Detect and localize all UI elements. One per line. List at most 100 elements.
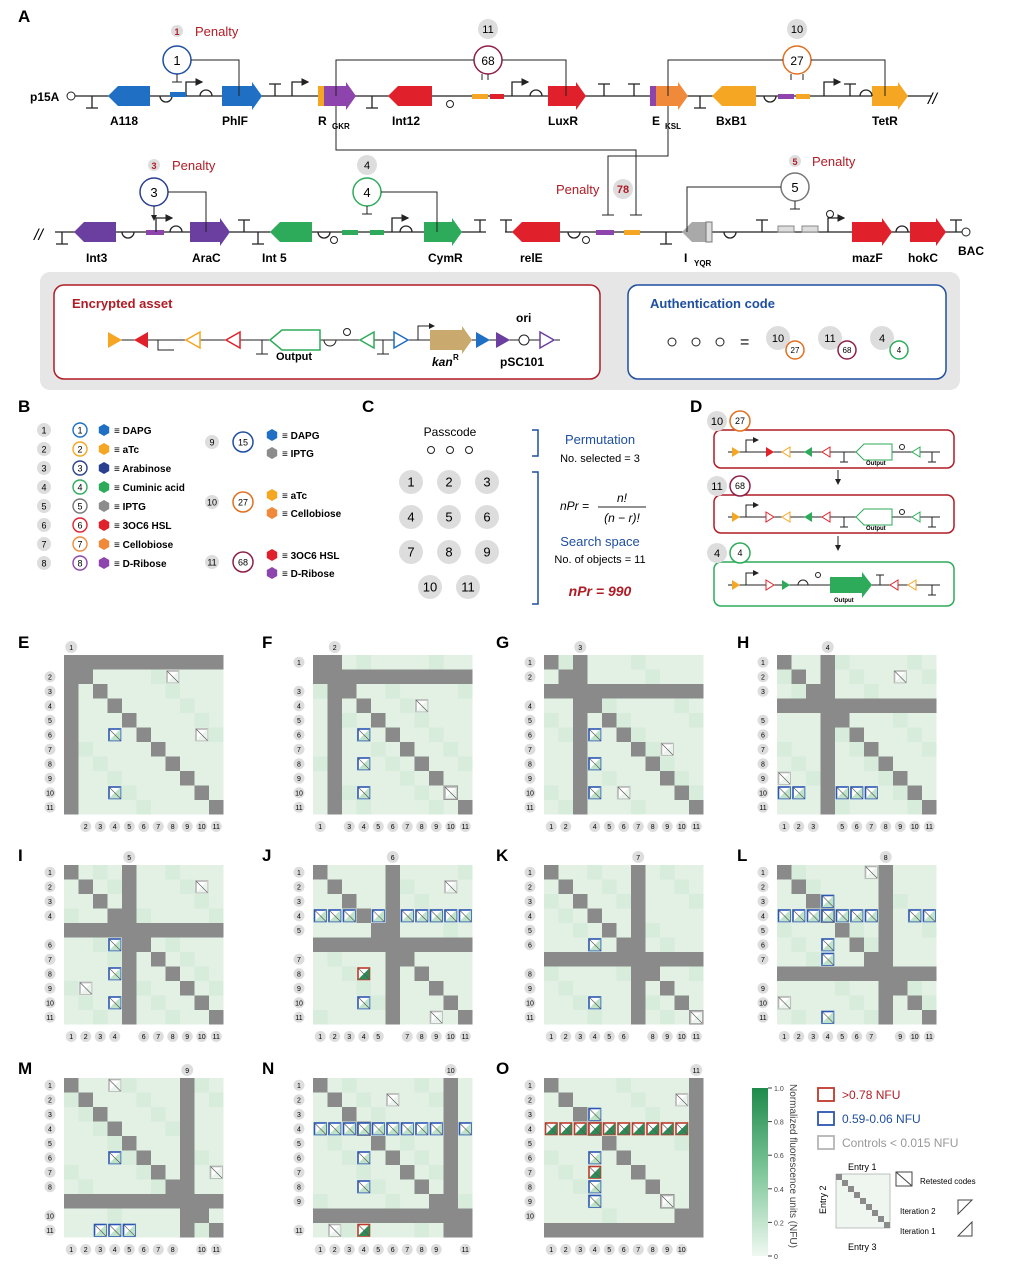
heatmap-cell: [777, 669, 792, 684]
heatmap-row-bubble: [293, 1224, 305, 1236]
heatmap-cell: [151, 1107, 166, 1122]
inducer-hexagon-icon: [98, 538, 110, 550]
keypad-key-label: 4: [407, 510, 414, 525]
heatmap-row-label: 4: [528, 913, 532, 920]
heatmap-diag-cell: [689, 800, 704, 815]
heatmap-top-label: 3: [578, 645, 582, 652]
heatmap-diag-cell: [342, 1107, 357, 1122]
heatmap-blue-box-diag: [807, 909, 820, 922]
inducer-hexagon-icon: [266, 567, 278, 579]
heatmap-row-bubble: [293, 910, 305, 922]
heatmap-blue-box-diag: [108, 1224, 121, 1237]
heatmap-col-bubble: [181, 821, 193, 832]
heatmap-diag-cell: [385, 727, 400, 742]
heatmap-row-label: 6: [528, 942, 532, 949]
heatmap-blue-box-diag: [314, 1122, 327, 1135]
heatmap-cell: [558, 1165, 573, 1180]
heatmap-col-bubble: [94, 1031, 106, 1042]
heatmap-diag-cell: [151, 1165, 166, 1180]
heatmap-blue-box-diag: [343, 1122, 356, 1135]
heatmap-row-bubble: [524, 1195, 536, 1207]
inducer-hexagon-icon: [266, 489, 278, 501]
keypad-key-label: 2: [445, 475, 452, 490]
heatmap-col-bubble: [807, 821, 819, 832]
keypad-key: [399, 505, 423, 529]
heatmap-cell: [414, 1223, 429, 1238]
heatmap-blue-box-diag: [108, 996, 121, 1009]
legend-entry2: Entry 2: [818, 1185, 828, 1214]
heatmap-row-label: 11: [46, 1015, 53, 1022]
heatmap-cell: [544, 966, 559, 981]
heatmap-cell: [573, 923, 588, 938]
heatmap-row-bubble: [293, 758, 305, 770]
heatmap-col-bubble: [430, 821, 442, 832]
b-num-bubble: [37, 480, 51, 494]
heatmap-row-label: 10: [295, 1000, 303, 1007]
heatmap-diag-cell: [558, 879, 573, 894]
heatmap-col-label: 8: [651, 824, 655, 831]
colorbar-tick-label: 1.0: [774, 1086, 784, 1093]
b-ring-label: 5: [77, 502, 82, 512]
heatmap-row-label: 8: [528, 971, 532, 978]
heatmap-row-label: 3: [48, 1112, 52, 1119]
heatmap-diag-cell: [400, 952, 415, 967]
heatmap-row-label: 7: [297, 747, 301, 754]
heatmap-cell: [165, 1121, 180, 1136]
heatmap-cell: [313, 684, 328, 699]
heatmap-col-label: 3: [98, 824, 102, 831]
heatmap-diag-cell: [922, 1010, 937, 1025]
heatmap-cell: [645, 923, 660, 938]
heatmap-row-bubble: [44, 1094, 56, 1106]
inducer-hexagon-icon: [98, 424, 110, 436]
heatmap-row-label: 3: [48, 689, 52, 696]
heatmap-blue-box-diag: [850, 909, 863, 922]
regulator-4: 4 4: [352, 155, 438, 232]
heatmap-row-bar: [64, 655, 224, 670]
heatmap-top-bubble: [328, 641, 341, 653]
heatmap-row-bubble: [44, 1152, 56, 1164]
heatmap-top-label: 8: [884, 855, 888, 862]
mini-diag-cell: [872, 1210, 878, 1216]
heatmap-blue-box-diag: [865, 786, 878, 799]
heatmap-cell: [689, 785, 704, 800]
gene-arac: AraC: [190, 218, 230, 265]
heatmap-col-bar: [327, 655, 342, 815]
heatmap-red-box-diag: [617, 1122, 630, 1135]
keypad-key: [437, 540, 461, 564]
heatmap-red-box-diag: [661, 1122, 674, 1135]
heatmap-row-bubble: [524, 714, 536, 726]
heatmap-col-bubble: [894, 1031, 906, 1042]
heatmap-diag-cell: [777, 865, 792, 880]
keypad-key-label: 1: [407, 475, 414, 490]
heatmap-col-label: 11: [693, 824, 700, 831]
heatmap-cell: [194, 966, 209, 981]
heatmap-cell: [107, 952, 122, 967]
svg-text:11: 11: [824, 333, 835, 345]
heatmap-row-bubble: [44, 1210, 56, 1222]
heatmap-col-label: 9: [665, 824, 669, 831]
heatmap-col-bubble: [358, 1031, 370, 1042]
b-num-bubble: [37, 537, 51, 551]
svg-text:Penalty: Penalty: [812, 154, 856, 169]
heatmap-blue-box-diag: [444, 909, 457, 922]
heatmap-col-bubble: [923, 1031, 935, 1042]
keypad-key-label: 7: [407, 545, 414, 560]
heatmap-cell: [645, 1107, 660, 1122]
heatmap-col-bar: [878, 865, 893, 1025]
heatmap-cell: [385, 1194, 400, 1209]
heatmap-col-bubble: [603, 821, 615, 832]
heatmap-diag-cell: [64, 865, 79, 880]
heatmap-row-label: 3: [297, 899, 301, 906]
svg-text:pSC101: pSC101: [500, 355, 544, 369]
heatmap-red-box-diag: [559, 1122, 572, 1135]
heatmap-col-bubble: [329, 1031, 341, 1042]
heatmap-row-label: 3: [297, 689, 301, 696]
heatmap-cell: [93, 756, 108, 771]
heatmap-row-label: 1: [48, 870, 52, 877]
heatmap-diag-cell: [93, 684, 108, 699]
heatmap-col-bubble: [676, 821, 688, 832]
heatmap-row-bubble: [293, 685, 305, 697]
heatmap-row-label: 7: [528, 747, 532, 754]
heatmap-cell: [122, 1078, 137, 1093]
b-inducer-label: ≡ aTc: [114, 445, 140, 456]
